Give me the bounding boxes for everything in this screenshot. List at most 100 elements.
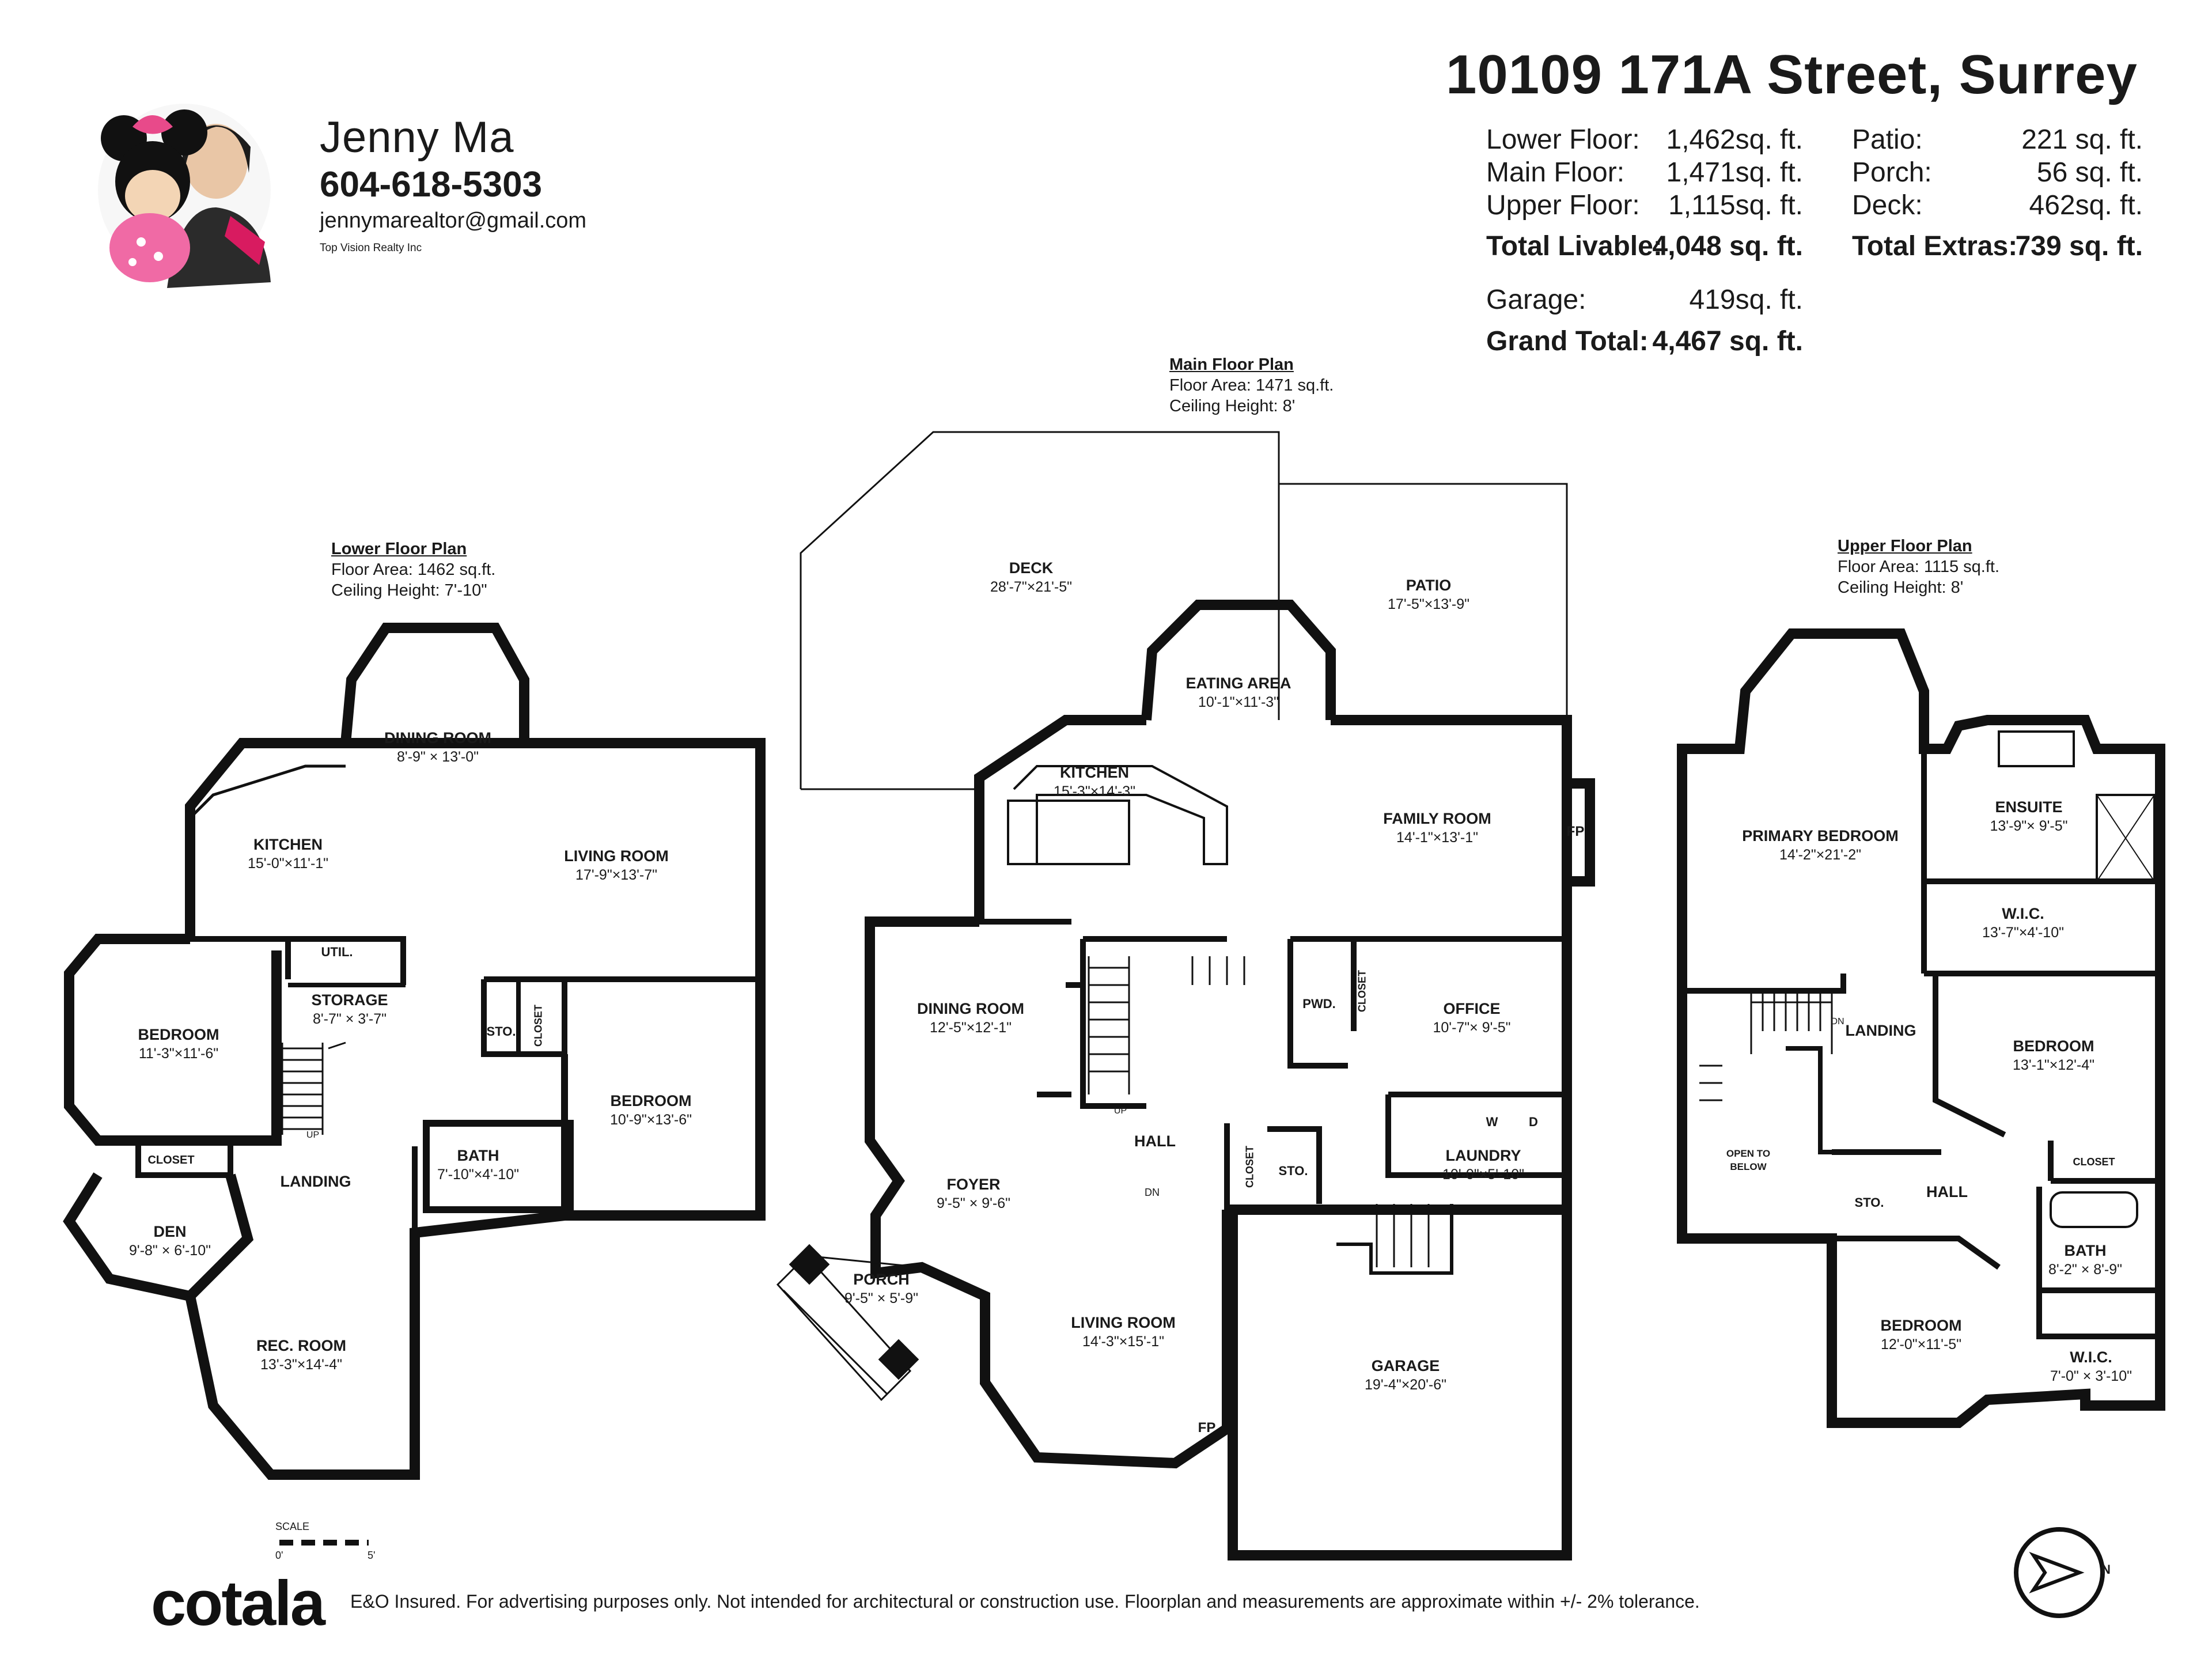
main-fireplace-2-label: FP [1198,1420,1216,1435]
main-plan-title: Main Floor Plan [1169,355,1294,374]
main-pwd-label: PWD. [1302,997,1336,1011]
upper-closet-label: CLOSET [2073,1156,2115,1168]
main-deck: DECK 28'-7"×21'-5" [990,559,1072,595]
main-patio: PATIO 17'-5"×13'-9" [1388,577,1469,612]
upper-bedroom-1: BEDROOM 13'-1"×12'-4" [2013,1037,2094,1073]
upper-landing: LANDING [1845,1022,1916,1039]
lower-den: DEN 9'-8" × 6'-10" [129,1223,211,1259]
main-garage: GARAGE 19'-4"×20'-6" [1365,1357,1446,1393]
lower-plan-area: Floor Area: 1462 sq.ft. [331,560,496,579]
upper-floor-label: Upper Floor: [1486,190,1640,221]
total-extras-label: Total Extras: [1852,231,2018,262]
lower-floor-value: 1,462sq. ft. [1666,124,1804,155]
lower-util-label: UTIL. [321,945,353,959]
main-hall: HALL [1134,1132,1176,1150]
lower-dining-room: DINING ROOM 8'-9" × 13'-0" [384,729,491,765]
property-address: 10109 171A Street, Surrey [1446,44,2138,105]
scale-min: 0' [275,1550,283,1561]
upper-bedroom-2: BEDROOM 12'-0"×11'-5" [1880,1317,1962,1353]
upper-floor-walls [1677,628,2165,1428]
main-floor-value: 1,471sq. ft. [1666,157,1804,188]
lower-floor-label: Lower Floor: [1486,124,1640,155]
lower-up-label: UP [306,1130,320,1140]
main-eating-area: EATING AREA 10'-1"×11'-3" [1185,675,1291,710]
upper-plan-area: Floor Area: 1115 sq.ft. [1838,558,2000,576]
scale-label: SCALE [275,1521,310,1532]
upper-wic-1: W.I.C. 13'-7"×4'-10" [1982,905,2064,941]
main-closet-label: CLOSET [1356,969,1368,1013]
agent-phone: 604-618-5303 [320,165,543,204]
porch-value: 56 sq. ft. [2036,157,2143,188]
upper-wic-2: W.I.C. 7'-0" × 3'-10" [2050,1349,2132,1384]
main-dining-room: DINING ROOM 12'-5"×12'-1" [917,1000,1024,1036]
lower-kitchen: KITCHEN 15'-0"×11'-1" [247,836,329,872]
lower-bedroom-1: BEDROOM 11'-3"×11'-6" [138,1026,219,1062]
upper-bath: BATH 8'-2" × 8'-9" [2048,1242,2123,1278]
total-livable-value: 4,048 sq. ft. [1652,231,1803,262]
upper-floor-value: 1,115sq. ft. [1668,190,1803,221]
scale-max: 5' [368,1550,376,1561]
upper-plan-heading: Upper Floor Plan Floor Area: 1115 sq.ft.… [1838,536,1999,598]
main-dryer-label: D [1529,1115,1538,1129]
disclaimer-text: E&O Insured. For advertising purposes on… [350,1591,1700,1612]
main-porch: PORCH 9'-5" × 5'-9" [844,1271,919,1306]
lower-storage: STORAGE 8'-7" × 3'-7" [311,991,388,1027]
upper-open-label: OPEN TO [1726,1148,1771,1159]
upper-dn-label: DN [1831,1017,1844,1027]
lower-closet-label: CLOSET [532,1004,544,1047]
main-foyer: FOYER 9'-5" × 9'-6" [936,1176,1011,1211]
main-laundry: LAUNDRY 10'-0"×5'-10" [1442,1147,1524,1183]
deck-value: 462sq. ft. [2029,190,2143,221]
lower-bedroom-2: BEDROOM 10'-9"×13'-6" [610,1092,692,1128]
main-up-label: UP [1113,1106,1127,1116]
compass-north-letter: N [2101,1562,2111,1577]
lower-landing: LANDING [280,1173,351,1190]
deck-label: Deck: [1852,190,1923,221]
main-plan-heading: Main Floor Plan Floor Area: 1471 sq.ft. … [1169,354,1334,416]
upper-plan-ceiling: Ceiling Height: 8' [1838,578,1964,597]
main-dn-label: DN [1145,1187,1160,1198]
porch-label: Porch: [1852,157,1932,188]
patio-value: 221 sq. ft. [2021,124,2143,155]
total-extras-value: 739 sq. ft. [2015,231,2143,262]
north-compass [2014,1527,2105,1618]
garage-value: 419sq. ft. [1689,285,1803,315]
upper-below-label: BELOW [1730,1161,1767,1172]
upper-hall: HALL [1926,1183,1968,1200]
lower-plan-heading: Lower Floor Plan Floor Area: 1462 sq.ft.… [331,539,495,601]
lower-plan-ceiling: Ceiling Height: 7'-10" [331,581,487,600]
agent-email: jennymarealtor@gmail.com [320,209,587,233]
main-living-room: LIVING ROOM 14'-3"×15'-1" [1071,1314,1176,1350]
main-plan-ceiling: Ceiling Height: 8' [1169,397,1296,415]
main-washer-label: W [1486,1115,1498,1129]
main-plan-area: Floor Area: 1471 sq.ft. [1169,376,1334,395]
main-family-room: FAMILY ROOM 14'-1"×13'-1" [1383,810,1491,846]
grand-total-label: Grand Total: [1486,326,1649,357]
agent-photo [98,92,271,288]
main-office: OFFICE 10'-7"× 9'-5" [1433,1000,1511,1036]
agent-company: Top Vision Realty Inc [320,242,422,254]
main-fireplace-label: FP [1566,824,1585,839]
lower-closet-2-label: CLOSET [147,1154,195,1166]
lower-sto-label: STO. [486,1024,516,1039]
cotala-logo: cotala [151,1568,325,1639]
lower-plan-title: Lower Floor Plan [331,540,467,558]
main-floor-label: Main Floor: [1486,157,1625,188]
lower-living-room: LIVING ROOM 17'-9"×13'-7" [564,847,669,883]
lower-rec-room: REC. ROOM 13'-3"×14'-4" [256,1337,347,1373]
upper-sto-label: STO. [1854,1195,1884,1210]
upper-primary-bedroom: PRIMARY BEDROOM 14'-2"×21'-2" [1742,827,1899,863]
lower-bath: BATH 7'-10"×4'-10" [437,1147,519,1183]
upper-plan-title: Upper Floor Plan [1838,537,1972,555]
main-kitchen: KITCHEN 15'-3"×14'-3" [1054,764,1135,800]
total-livable-label: Total Livable: [1486,231,1662,262]
lower-floor-walls [63,623,766,1480]
patio-label: Patio: [1852,124,1923,155]
agent-name: Jenny Ma [320,113,514,162]
main-closet-2-label: CLOSET [1244,1145,1256,1188]
garage-label: Garage: [1486,285,1586,315]
main-sto-label: STO. [1278,1164,1308,1178]
upper-ensuite: ENSUITE 13'-9"× 9'-5" [1990,798,2068,834]
main-floor-walls [776,431,1595,1560]
